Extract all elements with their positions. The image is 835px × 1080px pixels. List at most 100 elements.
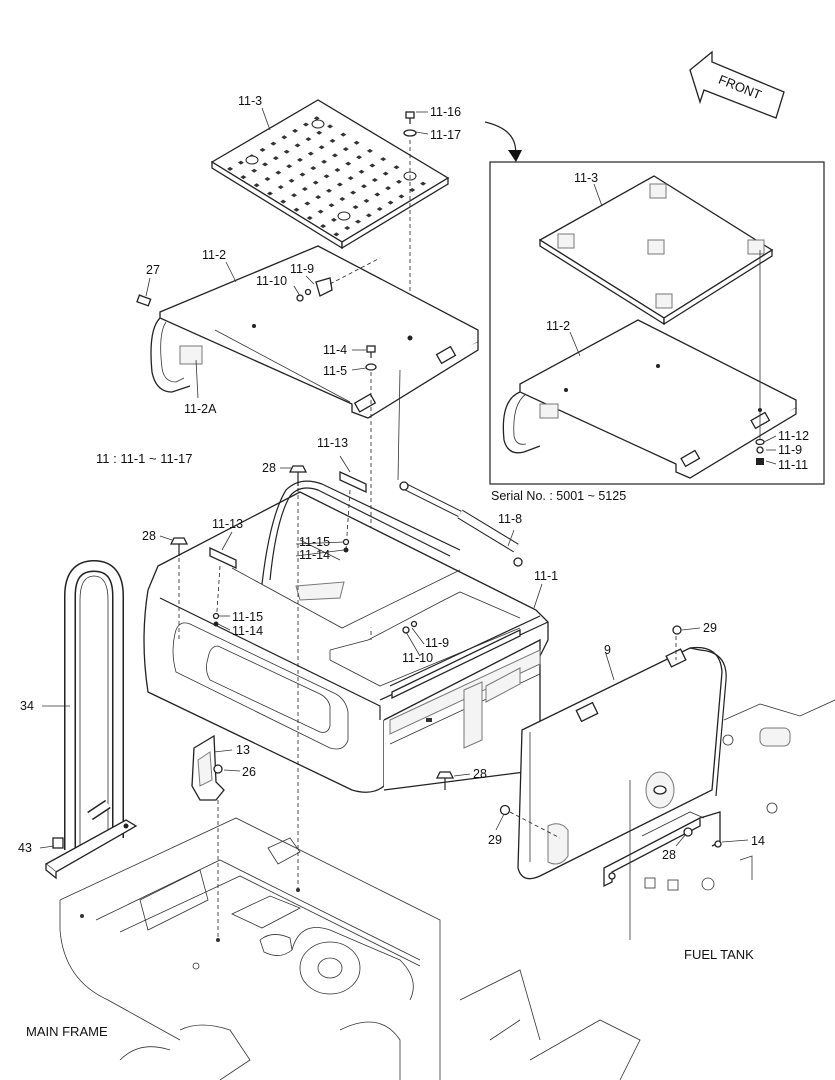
label-11-13: 11-13: [212, 517, 243, 531]
serial-number-note: Serial No. : 5001 ~ 5125: [491, 489, 626, 503]
label-26: 26: [242, 765, 256, 779]
label-11-2: 11-2: [202, 248, 226, 262]
perforation-hole: [299, 172, 306, 177]
perforation-hole: [264, 176, 271, 181]
perforation-hole: [318, 145, 325, 150]
label-11-15: 11-15: [299, 535, 330, 549]
perforation-hole: [340, 132, 347, 137]
mounting-hole: [245, 155, 259, 165]
label-27: 27: [146, 263, 160, 277]
label-14: 14: [751, 834, 765, 848]
label-11-13: 11-13: [317, 436, 348, 450]
perforation-hole: [393, 165, 400, 170]
perforation-hole: [281, 135, 288, 140]
leader-lines: [39, 107, 777, 849]
inset-label-11-2: 11-2: [546, 319, 570, 333]
front-arrow-icon: FRONT: [689, 50, 785, 119]
perforation-hole: [301, 186, 308, 191]
perforation-hole: [283, 149, 290, 154]
perforation-hole: [336, 182, 343, 187]
label-11-3: 11-3: [238, 94, 262, 108]
label-28: 28: [142, 529, 156, 543]
label-11-17: 11-17: [430, 128, 461, 142]
perforation-hole: [275, 170, 282, 175]
inset-label-11-9: 11-9: [778, 443, 802, 457]
label-28: 28: [473, 767, 487, 781]
perforation-hole: [266, 191, 273, 196]
perforation-hole: [360, 184, 367, 189]
perforation-hole: [345, 161, 352, 166]
label-28: 28: [262, 461, 276, 475]
bolt-28: [169, 465, 455, 890]
bolt-29: [672, 625, 682, 635]
perforation-hole: [312, 180, 319, 185]
perforation-hole: [307, 151, 314, 156]
perforation-hole: [286, 164, 293, 169]
perforation-hole: [333, 232, 340, 237]
perforation-hole: [305, 137, 312, 142]
latch-clip-11-9: [296, 257, 381, 302]
perforation-hole: [328, 203, 335, 208]
perforation-hole: [395, 179, 402, 184]
perforation-hole: [323, 174, 330, 179]
perforation-hole: [342, 147, 349, 152]
fuel-tank-caption: FUEL TANK: [684, 947, 754, 962]
perforation-hole: [292, 128, 299, 133]
perforation-hole: [280, 199, 287, 204]
perforation-hole: [315, 195, 322, 200]
label-9: 9: [604, 643, 611, 657]
perforation-hole: [409, 187, 416, 192]
label-11-8: 11-8: [498, 512, 522, 526]
bolt-11-4: [365, 345, 377, 640]
perforation-hole: [374, 192, 381, 197]
perforation-hole: [320, 224, 327, 229]
label-11-15: 11-15: [232, 610, 263, 624]
perforation-hole: [317, 209, 324, 214]
perforation-hole: [420, 181, 427, 186]
perforation-hole: [272, 156, 279, 161]
perforation-hole: [363, 198, 370, 203]
label-11-9: 11-9: [425, 636, 449, 650]
perforation-hole: [293, 207, 300, 212]
label-28: 28: [662, 848, 676, 862]
perforation-hole: [326, 188, 333, 193]
perforation-hole: [253, 183, 260, 188]
nut-11-14: [343, 547, 349, 553]
inset-label-11-11: 11-11: [778, 458, 808, 472]
mounting-hole: [337, 211, 351, 221]
perforation-hole: [350, 190, 357, 195]
perforation-hole: [330, 217, 337, 222]
perforation-hole: [371, 177, 378, 182]
perforation-hole: [353, 140, 360, 145]
perforation-hole: [321, 159, 328, 164]
perforation-hole: [262, 162, 269, 167]
perforation-hole: [347, 176, 354, 181]
bracket-14: [603, 771, 722, 940]
perforation-hole: [302, 122, 309, 127]
perforation-hole: [369, 163, 376, 168]
label-11-16: 11-16: [430, 105, 461, 119]
washer-11-17: [403, 129, 417, 137]
perforation-hole: [376, 206, 383, 211]
perforation-hole: [237, 160, 244, 165]
perforation-hole: [291, 193, 298, 198]
main-frame-caption: MAIN FRAME: [26, 1024, 108, 1039]
seat-cover-11-2: [150, 245, 479, 419]
perforation-hole: [358, 169, 365, 174]
perforation-hole: [288, 178, 295, 183]
perforation-hole: [382, 171, 389, 176]
perforation-hole: [385, 186, 392, 191]
perforation-pattern: [227, 116, 427, 237]
perforation-hole: [339, 196, 346, 201]
perforation-hole: [380, 157, 387, 162]
assembly-range-note: 11 : 11-1 ~ 11-17: [96, 451, 192, 466]
perforation-hole: [310, 166, 317, 171]
perforation-hole: [270, 141, 277, 146]
handrail-34: [44, 559, 138, 880]
perforation-hole: [344, 226, 351, 231]
inset-label-11-12: 11-12: [778, 429, 809, 443]
bolt-11-16: [403, 111, 417, 340]
seat-stand-11-1: [143, 491, 549, 793]
